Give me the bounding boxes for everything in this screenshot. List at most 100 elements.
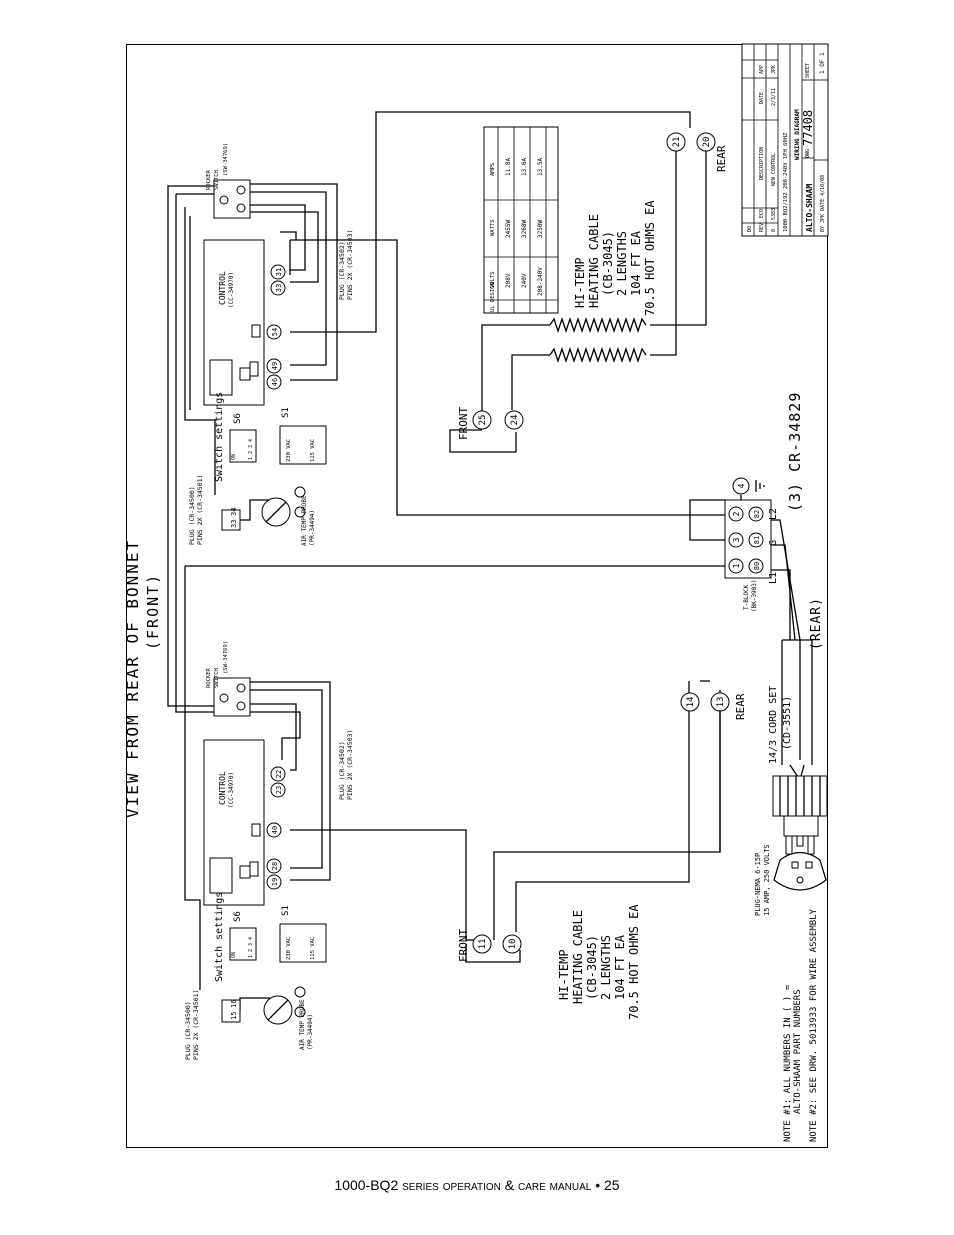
rocker-label-3: (SW-34769)	[223, 143, 229, 176]
control-upper-label-2: (CC-34970)	[228, 272, 235, 308]
terminal-24: 24	[510, 415, 520, 426]
terminal-23: 23	[275, 786, 283, 794]
tb-rev-date: 2/3/11	[771, 88, 777, 106]
plug-ctrl-upper-1: PLUG (CR-34502)	[338, 241, 346, 300]
tblock-l1: L1	[768, 572, 779, 584]
dip-nums-lower: 1 2 3 4	[248, 937, 254, 958]
terminal-28: 28	[271, 862, 279, 870]
terminal-13: 13	[716, 697, 726, 708]
tb-rev-eco: 5383	[771, 208, 777, 220]
tb-hdr-desc: DESCRIPTION	[759, 147, 765, 180]
rocker-label-1: ROCKER	[206, 169, 212, 190]
terminal-34: 34	[230, 508, 238, 516]
probe-plug-lower: 15 16 PLUG (CR-34500) PINS 2X (CR-34501)…	[184, 986, 314, 1060]
tblock-3: 3	[732, 537, 741, 542]
spec-r3-volts: 208-240V	[537, 267, 544, 296]
hc-lower-3: (CB-3045)	[585, 935, 599, 1000]
tb-desc: 1000-BQ2/192 208-240V 1PH 60HZ	[783, 132, 789, 232]
spec-hdr-volts: VOLTS	[490, 271, 496, 288]
cord-set: 14/3 CORD SET (CD-3551)	[768, 686, 828, 855]
t-block: 2 82 3 81 1 80 4 T-BLOCK (BK-3903) L1 L2…	[724, 477, 779, 612]
terminal-31: 31	[275, 268, 283, 276]
rocker-switch-lower: ROCKER SWITCH (SW-34769)	[206, 641, 251, 717]
footer-page: • 25	[595, 1177, 620, 1193]
plug-ctrl-lower-1: PLUG (CR-34502)	[338, 741, 346, 800]
lower-terminals: 22 23 40 28 19	[266, 766, 286, 890]
note-2: NOTE #2: SEE DRW. 5013933 FOR WIRE ASSEM…	[809, 908, 819, 1142]
heater-resistors	[549, 316, 647, 364]
s1-lower-label: S1	[281, 905, 291, 916]
probe-lower-label-2: (PR-34494)	[307, 1014, 314, 1050]
rocker-label-2: SWITCH	[214, 170, 220, 190]
note-1: NOTE #1: ALL NUMBERS IN ( ) =	[783, 984, 793, 1142]
tb-hdr-do: DO	[747, 226, 753, 232]
rear-label: (REAR)	[809, 597, 824, 650]
tblock-label-2: (BK-3903)	[751, 579, 758, 612]
s6-lower-label: S6	[233, 911, 243, 922]
hc-upper-5: 104 FT EA	[629, 230, 643, 296]
terminal-16: 16	[230, 1000, 238, 1008]
tb-dwg-label: DWG	[805, 149, 811, 158]
probe-plug-upper: 33 34 PLUG (CR-34500) PINS 2X (CR-34501)…	[188, 475, 316, 546]
s1-upper-230: 230 VAC	[286, 439, 292, 462]
note-1b: ALTO-SHAAM PART NUMBERS	[793, 989, 803, 1114]
tblock-1: 1	[732, 563, 741, 568]
plug-ctrl-upper-2: PINS 2X (CR-34503)	[346, 230, 354, 300]
terminal-46: 46	[271, 378, 279, 386]
tb-by: BY JPK DATE 4/10/08	[820, 175, 826, 232]
switch-settings-lower: Switch settings S6 ON 1 2 3 4 S1 230 VAC…	[214, 892, 327, 982]
spec-r3-watts: 3250W	[537, 220, 544, 238]
dip-on-upper: ON	[231, 454, 237, 460]
front-label-lower: FRONT	[457, 929, 470, 962]
tblock-label-1: T-BLOCK	[743, 584, 750, 610]
tb-sheet: 1 OF 1	[819, 52, 826, 74]
view-subtitle-text: (FRONT)	[144, 573, 162, 650]
control-board-lower: CONTROL (CC-34970)	[203, 739, 265, 906]
tblock-g: G	[768, 540, 779, 546]
rocker-lower-label-3: (SW-34769)	[223, 641, 229, 674]
front-label-upper: FRONT	[457, 407, 470, 440]
probe-upper-label-2: (PR-34494)	[309, 510, 316, 546]
plug-nema: PLUG-NEMA 6-15P 15 AMP, 250 VOLTS	[754, 844, 827, 916]
tblock-2: 2	[732, 511, 741, 516]
tblock-4: 4	[737, 483, 746, 488]
probe-upper-label-1: AIR TEMP PROBE	[301, 495, 308, 546]
terminal-22: 22	[275, 770, 283, 778]
cord-set-label-1: 14/3 CORD SET	[768, 686, 779, 764]
hc-upper-3: (CB-3045)	[601, 231, 615, 296]
s6-upper-label: S6	[233, 413, 243, 424]
terminal-15: 15	[230, 1012, 238, 1020]
tb-rev-app: JPK	[771, 65, 777, 74]
cord-set-label-2: (CD-3551)	[782, 696, 793, 750]
switch-settings-lower-label: Switch settings	[214, 892, 225, 982]
terminal-11: 11	[478, 939, 488, 950]
spec-r3-amps: 13.5A	[537, 158, 544, 176]
terminal-14: 14	[686, 697, 696, 708]
rocker-lower-label-2: SWITCH	[214, 668, 220, 688]
rear-label-lower: REAR	[734, 693, 747, 720]
rocker-switch-upper: ROCKER SWITCH (SW-34769)	[206, 143, 251, 219]
plug-ctrl-lower-2: PINS 2X (CR-34503)	[346, 730, 354, 800]
view-title: VIEW FROM REAR OF BONNET (FRONT)	[123, 539, 162, 818]
cord-id-label: (3) CR-34829	[786, 392, 804, 512]
tblock-l2: L2	[768, 508, 779, 520]
spec-hdr-design: UL DESIGN	[490, 282, 496, 312]
hc-upper-1: HI-TEMP	[573, 257, 587, 308]
heating-cable-upper: HI-TEMP HEATING CABLE (CB-3045) 2 LENGTH…	[573, 200, 657, 316]
hc-lower-6: 70.5 HOT OHMS EA	[627, 904, 641, 1020]
hc-lower-2: HEATING CABLE	[571, 910, 585, 1004]
tb-dwg-no: 77408	[801, 110, 815, 146]
hc-upper-2: HEATING CABLE	[587, 214, 601, 308]
terminal-33b: 33	[230, 520, 238, 528]
tb-hdr-rev: REV	[759, 223, 765, 232]
footer-series: series operation & care manual	[402, 1177, 592, 1193]
upper-terminals: 31 33 54 49 46	[266, 264, 286, 390]
tblock-81: 81	[753, 536, 761, 544]
s1-upper-label: S1	[281, 407, 291, 418]
tb-brand-logo: ALTO-SHAAM	[805, 184, 814, 232]
tb-rev-desc: NEW CONTROL	[771, 153, 777, 186]
diagram-frame	[126, 44, 828, 1148]
tb-sheet-label: SHEET	[805, 63, 811, 78]
view-title-text: VIEW FROM REAR OF BONNET	[123, 539, 142, 818]
